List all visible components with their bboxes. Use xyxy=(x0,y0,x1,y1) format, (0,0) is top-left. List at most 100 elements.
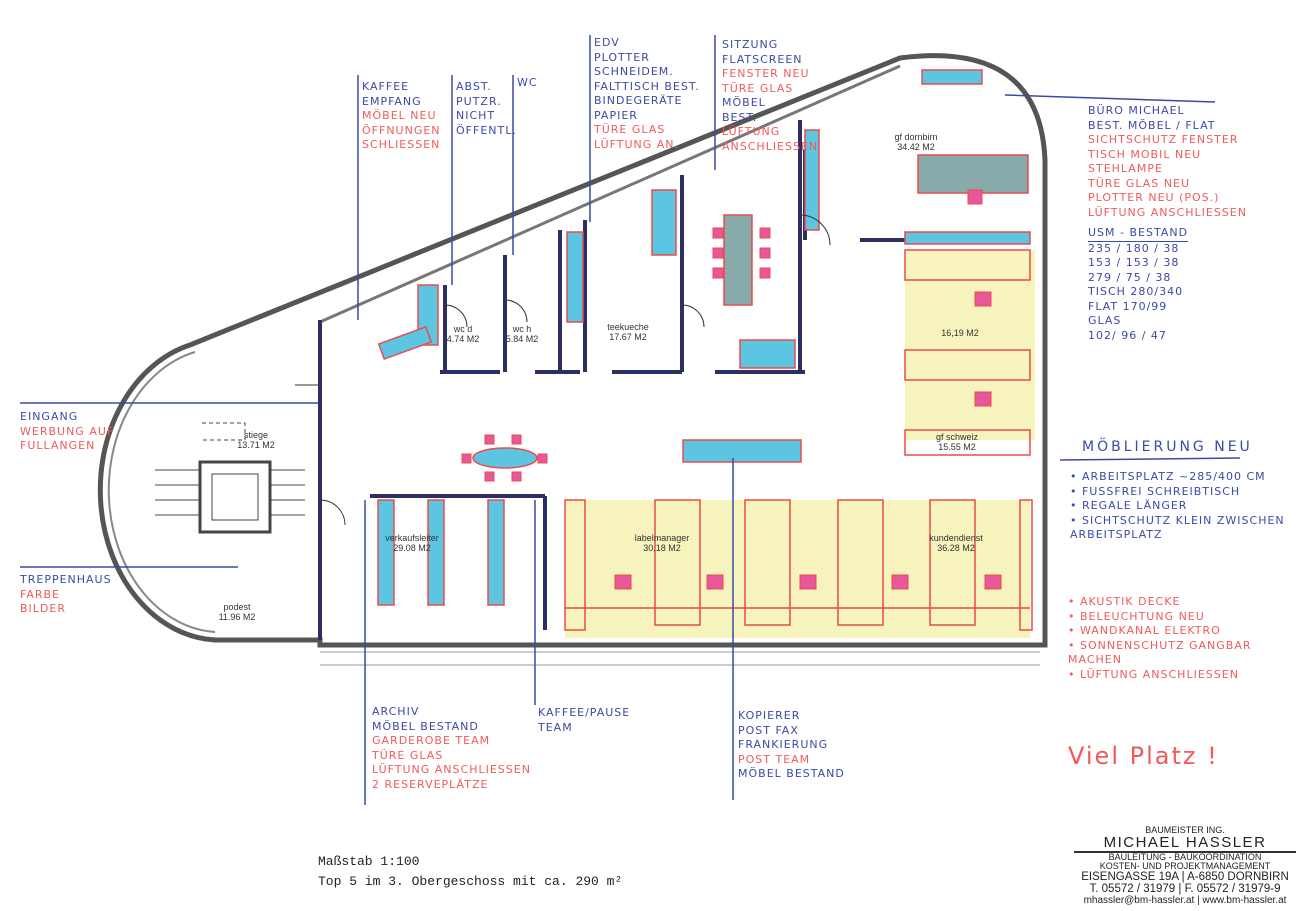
note-line: Möbel neu xyxy=(362,109,437,122)
room-name: wc d xyxy=(453,324,473,334)
note-line: Team xyxy=(538,720,573,734)
note-line: • Sonnenschutz gangbar xyxy=(1068,638,1252,652)
note-line: nicht xyxy=(456,109,496,122)
note-line: Flatscreen xyxy=(722,52,803,66)
note-line: Frankierung xyxy=(738,738,829,751)
note-line: Schneidem. xyxy=(594,65,674,78)
note-line: Farbe xyxy=(20,587,60,601)
plan-title: Top 5 im 3. Obergeschoss mit ca. 290 m² xyxy=(318,874,623,889)
note-line: Lüftung anschliessen xyxy=(1088,205,1247,219)
note-line: Post Team xyxy=(738,752,811,766)
note-wc: WC xyxy=(517,76,538,91)
note-line: Türe Glas xyxy=(722,81,794,95)
note-line: • Wandkanal Elektro xyxy=(1068,624,1221,637)
staircase xyxy=(155,422,305,534)
stamp-name: MICHAEL HASSLER xyxy=(1074,835,1296,853)
room-area: 13.71 M2 xyxy=(237,440,275,450)
stamp-services-1: BAULEITUNG - BAUKOORDINATION xyxy=(1108,852,1262,862)
note-line: öffentl. xyxy=(456,123,517,137)
room-name: gf schweiz xyxy=(935,432,979,442)
note-line: best. Möbel / Flat xyxy=(1088,118,1216,132)
room-area: 30.18 M2 xyxy=(643,543,681,553)
note-line: • Beleuchtung neu xyxy=(1068,609,1205,623)
note-line: 102/ 96 / 47 xyxy=(1088,328,1167,342)
note-line: Empfang xyxy=(362,94,422,108)
room-area: 36.28 M2 xyxy=(937,543,975,553)
note-line: Büro Michael xyxy=(1088,104,1185,117)
room-area: 4.74 M2 xyxy=(446,334,480,344)
note-line: Bindegeräte xyxy=(594,94,683,107)
note-line: USM - Bestand xyxy=(1088,226,1189,242)
room-area: 15.55 M2 xyxy=(938,442,976,452)
note-line: schliessen xyxy=(362,138,441,151)
note-line: Eingang xyxy=(20,410,79,423)
room-name: gf dornbirn xyxy=(894,132,938,142)
note-line: Lüftung anschliessen xyxy=(372,763,531,776)
stamp-phone: T. 05572 / 31979 | F. 05572 / 31979-9 xyxy=(1089,883,1281,895)
stamp-web: mhassler@bm-hassler.at | www.bm-hassler.… xyxy=(1083,895,1287,906)
note-line: • Lüftung anschliessen xyxy=(1068,667,1239,681)
exterior-wall xyxy=(97,53,1048,648)
note-line: Abst. xyxy=(456,80,492,93)
note-line: machen xyxy=(1068,653,1122,666)
note-line: Möbel Bestand xyxy=(738,767,845,780)
note-line: • Fussfrei Schreibtisch xyxy=(1070,484,1241,498)
note-line: 279 / 75 / 38 xyxy=(1088,270,1172,284)
room-name: teekueche xyxy=(607,322,649,332)
room-area: 5.84 M2 xyxy=(505,334,539,344)
note-line: Putzr. xyxy=(456,94,502,108)
note-line: Post Fax xyxy=(738,723,799,737)
room-area: 34.42 M2 xyxy=(897,142,935,152)
note-line: Möbel Bestand xyxy=(372,719,479,733)
note-edv: EDVPlotterSchneidem.Falttisch best.Binde… xyxy=(594,36,700,152)
note-line: Lüftung xyxy=(722,125,781,138)
room-area: 17.67 M2 xyxy=(609,332,647,342)
doors xyxy=(295,214,831,526)
note-line: Archiv xyxy=(372,705,420,718)
exterior-wall-inner xyxy=(107,351,216,633)
note-line: Stehlampe xyxy=(1088,162,1163,175)
note-line: Garderobe Team xyxy=(372,734,491,747)
note-line: Falttisch best. xyxy=(594,79,700,93)
sunshade-strip xyxy=(320,651,1040,666)
room-area: 16,19 M2 xyxy=(941,328,979,338)
note-line: • Arbeitsplatz ~285/400 cm xyxy=(1070,470,1266,483)
note-kaffee-pause: Kaffee/PauseTeam xyxy=(538,706,630,735)
note-line: Türe Glas xyxy=(594,123,666,136)
note-archiv: ArchivMöbel BestandGarderobe TeamTüre Gl… xyxy=(372,705,531,792)
note-line: Öffnungen xyxy=(362,123,441,137)
plan-caption: Maßstab 1:100 Top 5 im 3. Obergeschoss m… xyxy=(318,852,622,892)
note-line: Treppenhaus xyxy=(20,573,112,586)
room-area: 11.96 M2 xyxy=(218,612,256,622)
note-line: Türe Glas neu xyxy=(1088,176,1190,190)
note-line: Sitzung xyxy=(722,38,779,51)
note-line: Möbel xyxy=(722,96,766,109)
note-kaffee-empfang: KaffeeEmpfangMöbel neuÖffnungenschliesse… xyxy=(362,80,441,153)
note-line: 2 Reserveplätze xyxy=(372,777,489,791)
note-kopierer: KopiererPost FaxFrankierungPost TeamMöbe… xyxy=(738,709,845,782)
note-line: • Regale länger xyxy=(1070,499,1188,512)
room-name: verkaufsleiter xyxy=(385,533,439,543)
room-name: kundendienst xyxy=(929,533,983,543)
note-line: 153 / 153 / 38 xyxy=(1088,256,1180,269)
note-line: Kopierer xyxy=(738,709,801,722)
note-line: Plotter xyxy=(594,50,650,64)
note-moeblierung-title: Möblierung neu xyxy=(1082,439,1253,455)
note-buero-michael: Büro Michaelbest. Möbel / FlatSichtschut… xyxy=(1088,104,1247,220)
architect-stamp: BAUMEISTER ING. MICHAEL HASSLER BAULEITU… xyxy=(1074,826,1296,906)
room-name: labelmanager xyxy=(634,533,690,543)
note-line: Bilder xyxy=(20,602,66,615)
room-area: 29.08 M2 xyxy=(393,543,431,553)
annotation-leader-lines xyxy=(20,35,1241,805)
note-line: 235 / 180 / 38 xyxy=(1088,241,1180,255)
note-line: Sichtschutz Fenster xyxy=(1088,133,1239,146)
note-eingang: EingangWerbung aufFullangen xyxy=(20,410,114,454)
note-line: Fenster neu xyxy=(722,67,810,80)
room-name: stiege xyxy=(243,430,269,440)
